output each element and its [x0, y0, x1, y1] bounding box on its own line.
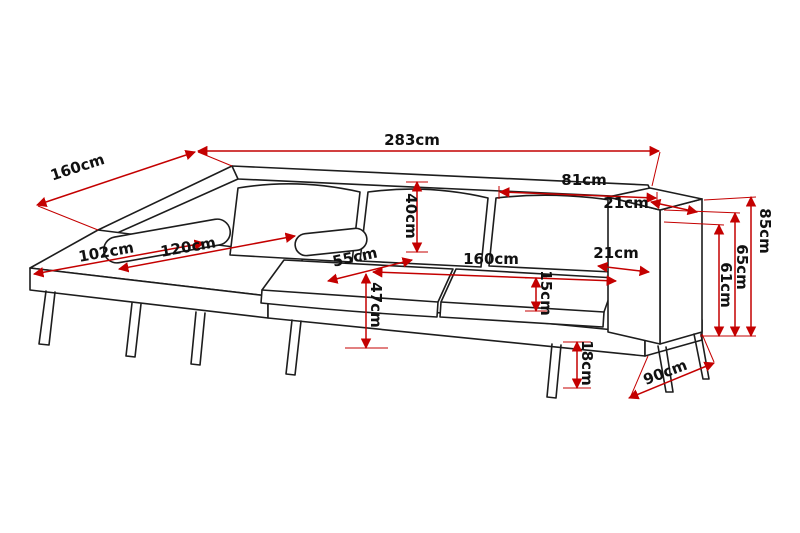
dim-back-cushion-height-label: 40cm — [402, 193, 420, 238]
dimension-lines — [32, 145, 757, 400]
dim-chaise-seat-length-line — [117, 232, 297, 273]
dim-seat-cushion-depth-line — [326, 257, 414, 284]
dim-armrest-width-label: 21cm — [593, 244, 638, 262]
dim-back-cushion-width-line — [498, 187, 658, 203]
sofa-back-left-inner-edge — [105, 178, 239, 239]
sofa-leg-front-middle — [546, 343, 562, 399]
ext-total-height-top — [703, 196, 757, 201]
chaise-leg-front-left — [38, 290, 56, 346]
dim-seat-height-label: 47cm — [367, 282, 385, 327]
dim-seat-width-line — [371, 267, 618, 286]
ext-depth-back — [701, 333, 715, 363]
dim-armrest-top-width-line — [649, 198, 699, 216]
dim-chaise-length-label: 160cm — [48, 150, 107, 184]
dim-seat-cushion-height-label: 15cm — [537, 270, 555, 315]
dim-total-depth-line — [628, 361, 715, 400]
sofa-leg-front-left — [285, 319, 302, 376]
dim-armrest-top-width-label: 21cm — [603, 194, 648, 212]
dim-armrest-width-line — [596, 261, 651, 277]
ext-total-width-left — [197, 151, 233, 167]
chaise-leg-middle — [125, 302, 142, 358]
chaise-leg-front-right — [190, 311, 206, 366]
dim-armrest-height-label: 61cm — [717, 262, 735, 307]
dim-total-width-label: 283cm — [384, 131, 440, 149]
dim-back-cushion-width-label: 81cm — [561, 171, 606, 189]
seat-cushion-right-front-edge — [440, 301, 605, 313]
dim-seat-width-label: 160cm — [463, 250, 519, 268]
dim-chaise-length-line — [36, 150, 196, 207]
dim-back-height-label: 65cm — [733, 244, 751, 289]
dim-total-height-label: 85cm — [756, 208, 774, 253]
dim-leg-height-label: 18cm — [578, 340, 596, 385]
armrest-outer-face — [659, 198, 703, 345]
back-cushion-middle — [359, 188, 489, 268]
ext-total-width-right — [651, 151, 661, 187]
ext-chaise-length — [37, 205, 99, 231]
seat-cushion-left-front-edge — [261, 289, 439, 303]
